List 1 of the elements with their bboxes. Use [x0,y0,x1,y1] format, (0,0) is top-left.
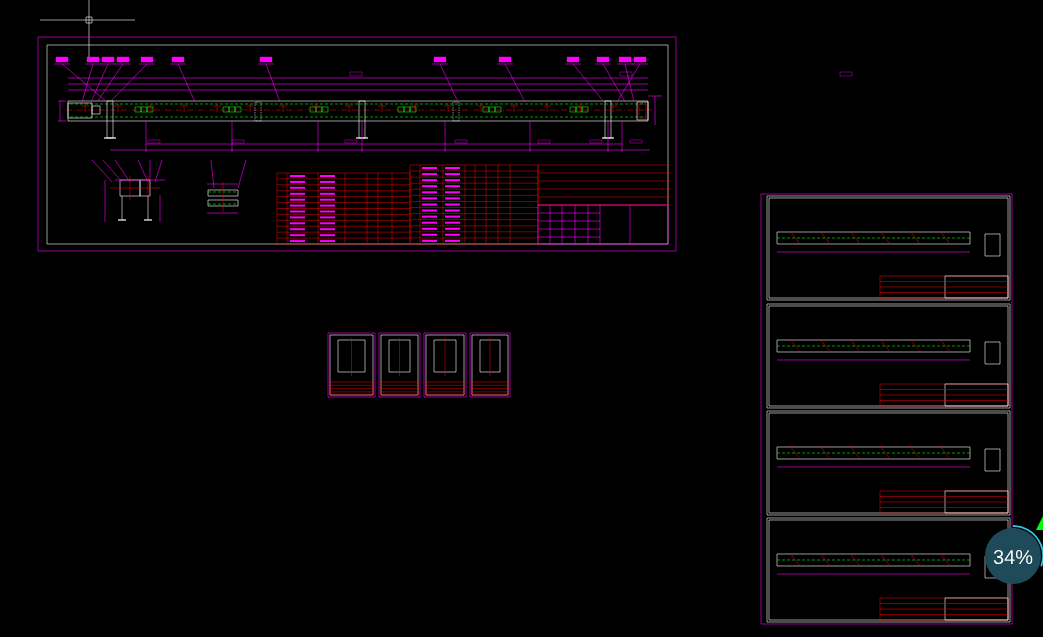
progress-indicator: 34% [985,525,1043,584]
